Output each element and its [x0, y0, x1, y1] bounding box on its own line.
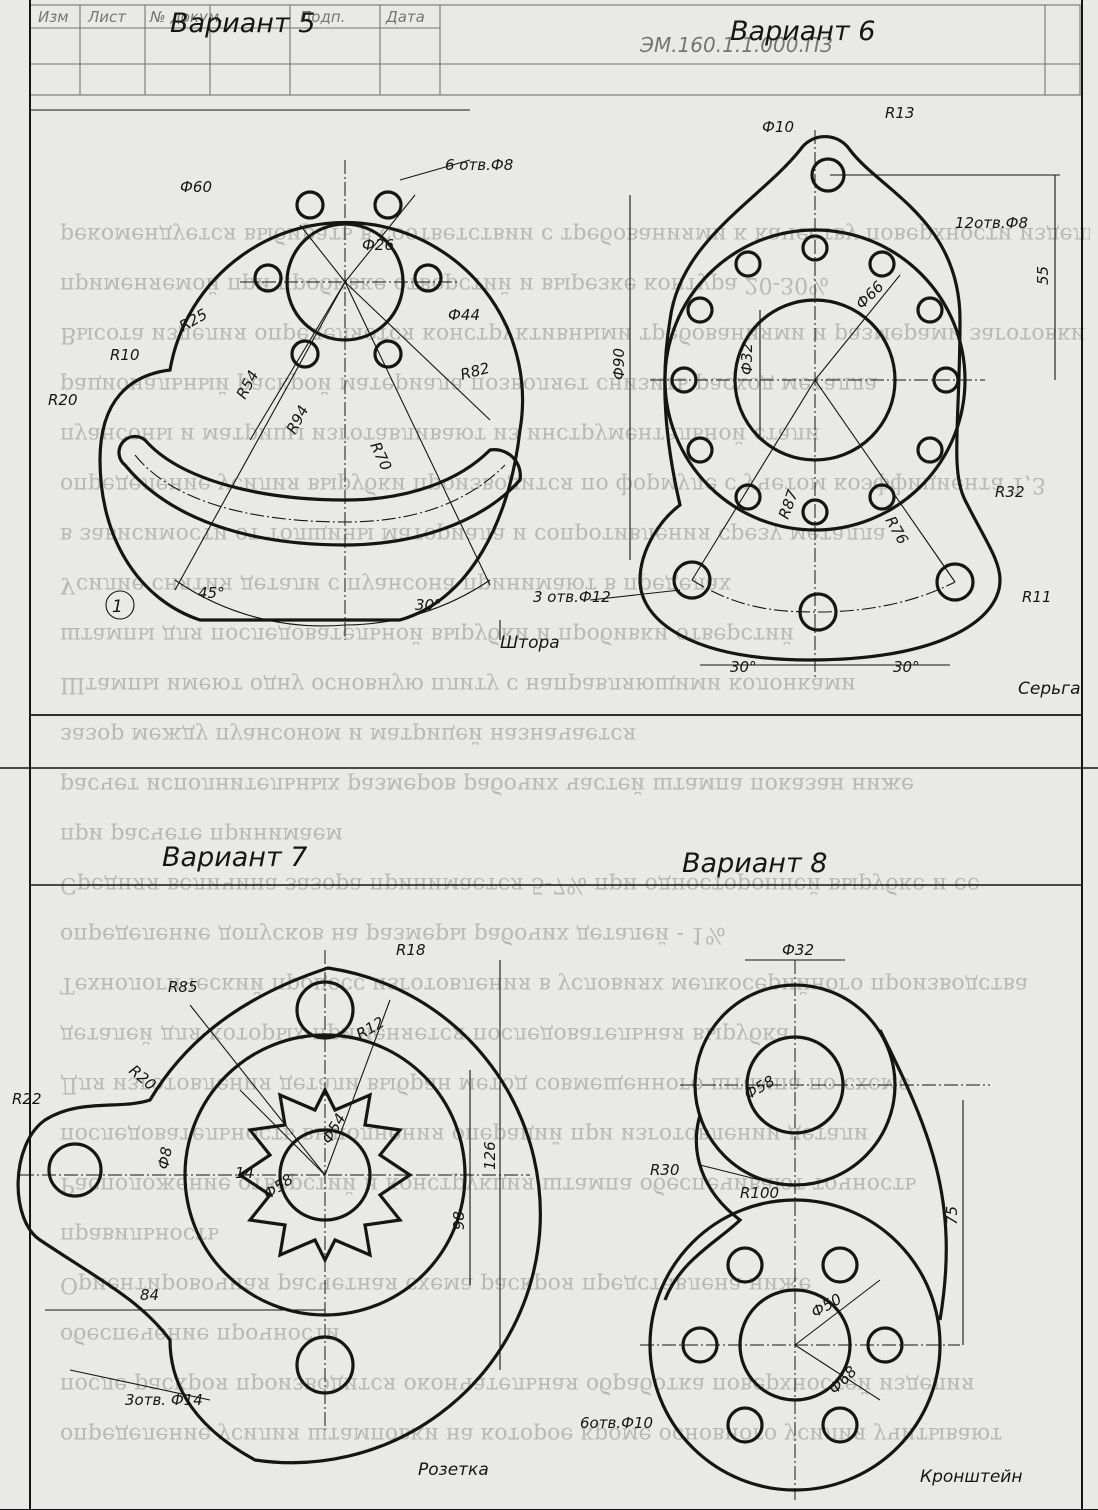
- v7-dim-holes: 3отв. Ф14: [125, 1391, 203, 1409]
- variant-7-drawing: Вариант 7 R18 R85 R12 R20 R22 Ф54 Ф58 Ф8…: [12, 842, 542, 1480]
- v6-dim-d10: Ф10: [762, 118, 794, 136]
- v7-dim-r20: R20: [125, 1061, 159, 1094]
- v6-dim-r87: R87: [775, 487, 802, 521]
- v7-dim-r22: R22: [12, 1090, 42, 1108]
- v8-dim-d32: Ф32: [782, 941, 814, 959]
- v7-dim-84: 84: [140, 1286, 159, 1304]
- v5-dim-r10: R10: [110, 346, 140, 364]
- stamp-header-1: Изм: [38, 8, 69, 26]
- v7-dim-r85: R85: [168, 978, 198, 996]
- v7-dim-126: 126: [481, 1141, 499, 1170]
- v5-dim-r54: R54: [233, 367, 263, 402]
- v8-dim-holes: 6отв.Ф10: [580, 1414, 653, 1432]
- v6-dim-30deg-b: 30°: [893, 658, 920, 676]
- v6-dim-r13: R13: [885, 104, 915, 122]
- variant-5-drawing: Вариант 5 6 отв.Ф8 Ф60 Ф26 Ф44 R25 R10: [48, 8, 560, 653]
- v5-dim-30deg: 30°: [415, 596, 442, 614]
- v6-dim-d32: Ф32: [738, 343, 756, 375]
- v5-dim-r20: R20: [48, 391, 78, 409]
- v7-dim-98: 98: [450, 1211, 468, 1230]
- stamp-code: ЭМ.160.1.1.000.ПЗ: [639, 33, 833, 57]
- v6-dim-55: 55: [1034, 266, 1052, 285]
- variant-5-title: Вариант 5: [170, 8, 315, 39]
- v8-part-name: Кронштейн: [920, 1467, 1022, 1487]
- v8-dim-75: 75: [943, 1206, 961, 1225]
- v7-dim-r18: R18: [396, 941, 426, 959]
- v5-dim-d26: Ф26: [362, 236, 394, 254]
- title-block: Изм Лист № докум. Подп. Дата ЭМ.160.1.1.…: [29, 4, 1081, 96]
- v5-dim-d60: Ф60: [180, 178, 212, 196]
- v6-dim-r76: R76: [882, 513, 912, 548]
- stamp-header-2: Лист: [87, 8, 127, 26]
- variant-7-title: Вариант 7: [162, 842, 307, 873]
- v5-dim-r82: R82: [458, 359, 491, 384]
- v7-dim-14: 14: [235, 1164, 254, 1182]
- v5-dim-r70: R70: [366, 439, 395, 473]
- v6-part-name: Серьга: [1018, 679, 1081, 699]
- v7-dim-d8: Ф8: [154, 1145, 176, 1170]
- variant-8-drawing: Вариант 8 Ф32 Ф58 R30 R100 75 Ф50 Ф68 6о…: [580, 848, 1022, 1500]
- v5-dim-45deg: 45°: [198, 584, 225, 602]
- v8-dim-r100: R100: [740, 1184, 779, 1202]
- v6-dim-d66: Ф66: [852, 277, 887, 312]
- v6-dim-slots: 3 отв.Ф12: [533, 588, 611, 606]
- v6-dim-r11: R11: [1022, 588, 1052, 606]
- v5-part-name: Штора: [500, 633, 560, 653]
- v5-dim-d44: Ф44: [448, 306, 480, 324]
- v5-dim-holes: 6 отв.Ф8: [445, 156, 513, 174]
- v5-dim-r94: R94: [283, 402, 313, 437]
- stamp-header-5: Дата: [385, 8, 425, 26]
- v6-dim-holes: 12отв.Ф8: [955, 214, 1028, 232]
- v7-dim-d54: Ф54: [318, 1110, 350, 1147]
- stamp-header-3: № докум.: [149, 8, 224, 26]
- variant-8-title: Вариант 8: [682, 848, 827, 879]
- variant-6-drawing: Вариант 6 Ф10: [533, 16, 1081, 699]
- v5-number: 1: [112, 597, 123, 617]
- v8-dim-r30: R30: [650, 1161, 680, 1179]
- stamp-header-4: Подп.: [300, 8, 345, 26]
- v6-dim-d90: Ф90: [610, 348, 628, 380]
- variant-6-title: Вариант 6: [730, 16, 875, 47]
- v6-dim-r32: R32: [995, 483, 1025, 501]
- v7-part-name: Розетка: [418, 1460, 489, 1480]
- v6-dim-30deg-a: 30°: [730, 658, 757, 676]
